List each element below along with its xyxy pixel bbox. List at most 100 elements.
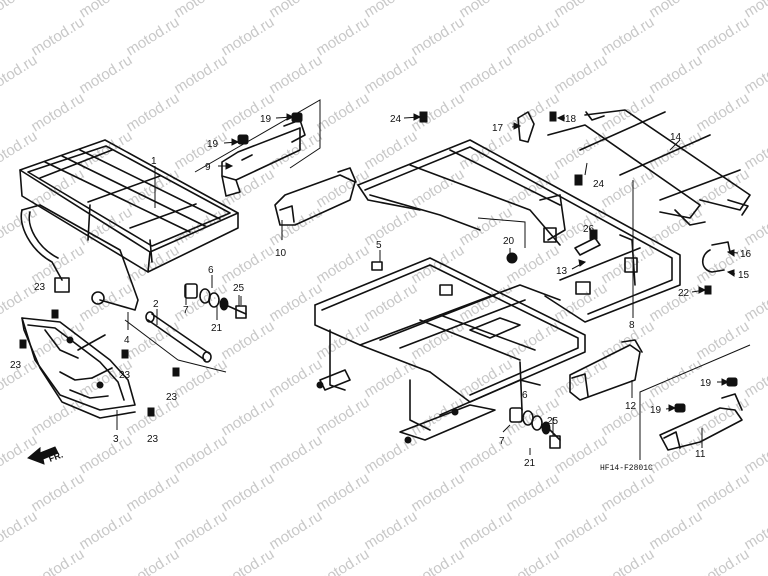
watermark-text: motod.ru bbox=[76, 280, 135, 326]
watermark-text: motod.ru bbox=[313, 394, 372, 440]
watermark-text: motod.ru bbox=[598, 166, 657, 212]
watermark-text: motod.ru bbox=[28, 394, 87, 440]
callout-part-25a: 25 bbox=[233, 283, 245, 294]
callout-part-22: 22 bbox=[678, 288, 690, 299]
callout-part-19b: 19 bbox=[260, 114, 272, 125]
watermark-text: motod.ru bbox=[313, 90, 372, 136]
watermark-text: motod.ru bbox=[551, 0, 610, 21]
callout-part-23b: 23 bbox=[10, 360, 22, 371]
callout-labels: 1 2 3 4 5 6 6 7 7 8 9 10 11 12 13 14 15 … bbox=[10, 114, 752, 473]
watermark-text: motod.ru bbox=[456, 0, 515, 21]
watermark-text: motod.ru bbox=[456, 432, 515, 478]
watermark-text: motod.ru bbox=[598, 546, 657, 576]
callout-part-23c: 23 bbox=[119, 370, 131, 381]
watermark-text: motod.ru bbox=[313, 166, 372, 212]
watermark-text: motod.ru bbox=[28, 90, 87, 136]
watermark-text: motod.ru bbox=[361, 128, 420, 174]
watermark-text: motod.ru bbox=[266, 52, 325, 98]
callout-part-23a: 23 bbox=[34, 282, 46, 293]
watermark-text: motod.ru bbox=[0, 0, 40, 21]
watermark-text: motod.ru bbox=[693, 14, 752, 60]
watermark-text: motod.ru bbox=[693, 470, 752, 516]
watermark-text: motod.ru bbox=[408, 90, 467, 136]
right-brackets-drawing bbox=[419, 111, 751, 460]
callout-part-24b: 24 bbox=[593, 179, 605, 190]
callout-part-12: 12 bbox=[625, 401, 637, 412]
watermark-text: motod.ru bbox=[741, 128, 768, 174]
watermark-text: motod.ru bbox=[123, 14, 182, 60]
watermark-text: motod.ru bbox=[551, 508, 610, 554]
fastener-group-left bbox=[184, 283, 247, 319]
watermark-text: motod.ru bbox=[123, 90, 182, 136]
watermark-text: motod.ru bbox=[218, 470, 277, 516]
callout-part-20: 20 bbox=[503, 236, 515, 247]
watermark-text: motod.ru bbox=[408, 470, 467, 516]
callout-part-6b: 6 bbox=[522, 390, 528, 401]
callout-part-7b: 7 bbox=[499, 436, 505, 447]
callout-part-19d: 19 bbox=[650, 405, 662, 416]
callout-part-18: 18 bbox=[565, 114, 577, 125]
callout-part-1: 1 bbox=[151, 156, 157, 167]
watermark-text: motod.ru bbox=[76, 432, 135, 478]
callout-part-4: 4 bbox=[124, 335, 130, 346]
watermark-text: motod.ru bbox=[361, 52, 420, 98]
watermark-text: motod.ru bbox=[503, 470, 562, 516]
watermark-text: motod.ru bbox=[646, 0, 705, 21]
watermark-text: motod.ru bbox=[741, 508, 768, 554]
watermark-text: motod.ru bbox=[76, 508, 135, 554]
callout-part-5: 5 bbox=[376, 240, 382, 251]
watermark-text: motod.ru bbox=[456, 52, 515, 98]
callout-part-15: 15 bbox=[738, 270, 750, 281]
callout-part-21a: 21 bbox=[211, 323, 223, 334]
callout-part-23e: 23 bbox=[147, 434, 159, 445]
watermark-text: motod.ru bbox=[0, 52, 40, 98]
watermark-text: motod.ru bbox=[123, 242, 182, 288]
callout-part-19a: 19 bbox=[207, 139, 219, 150]
watermark-text: motod.ru bbox=[218, 90, 277, 136]
callout-part-10: 10 bbox=[275, 248, 287, 259]
watermark-text: motod.ru bbox=[0, 128, 40, 174]
watermark-text: motod.ru bbox=[218, 318, 277, 364]
callout-part-2: 2 bbox=[153, 299, 159, 310]
watermark-text: motod.ru bbox=[123, 546, 182, 576]
watermark-text: motod.ru bbox=[551, 204, 610, 250]
watermark-text: motod.ru bbox=[218, 546, 277, 576]
watermark-text: motod.ru bbox=[266, 356, 325, 402]
watermark-text: motod.ru bbox=[313, 546, 372, 576]
watermark-text: motod.ru bbox=[171, 432, 230, 478]
callout-part-11: 11 bbox=[695, 449, 706, 460]
watermark-text: motod.ru bbox=[266, 204, 325, 250]
watermark-text: motod.ru bbox=[28, 470, 87, 516]
watermark-text: motod.ru bbox=[408, 546, 467, 576]
callout-part-24a: 24 bbox=[390, 114, 402, 125]
callout-part-26: 26 bbox=[583, 224, 595, 235]
watermark-text: motod.ru bbox=[171, 0, 230, 21]
watermark-text: motod.ru bbox=[123, 470, 182, 516]
pipe-drawing bbox=[124, 311, 227, 373]
watermark-text: motod.ru bbox=[361, 356, 420, 402]
watermark-text: motod.ru bbox=[503, 546, 562, 576]
watermark-text: motod.ru bbox=[741, 52, 768, 98]
watermark-text: motod.ru bbox=[646, 508, 705, 554]
callout-part-21b: 21 bbox=[524, 458, 536, 469]
callout-part-9: 9 bbox=[205, 162, 211, 173]
watermark-text: motod.ru bbox=[408, 242, 467, 288]
callout-part-16: 16 bbox=[740, 249, 752, 260]
watermark-text: motod.ru bbox=[218, 242, 277, 288]
watermark-text: motod.ru bbox=[171, 356, 230, 402]
watermark-text: motod.ru bbox=[551, 52, 610, 98]
watermark-text: motod.ru bbox=[313, 14, 372, 60]
watermark-text: motod.ru bbox=[503, 242, 562, 288]
watermark-text: motod.ru bbox=[313, 242, 372, 288]
watermark-text: motod.ru bbox=[598, 470, 657, 516]
callout-part-25b: 25 bbox=[547, 416, 559, 427]
callout-part-6a: 6 bbox=[208, 265, 214, 276]
watermark-text: motod.ru bbox=[361, 508, 420, 554]
watermark-text: motod.ru bbox=[408, 14, 467, 60]
watermark-text: motod.ru bbox=[28, 318, 87, 364]
watermark-text: motod.ru bbox=[218, 166, 277, 212]
callout-part-13: 13 bbox=[556, 266, 568, 277]
watermark-text: motod.ru bbox=[361, 280, 420, 326]
callout-part-23d: 23 bbox=[166, 392, 178, 403]
